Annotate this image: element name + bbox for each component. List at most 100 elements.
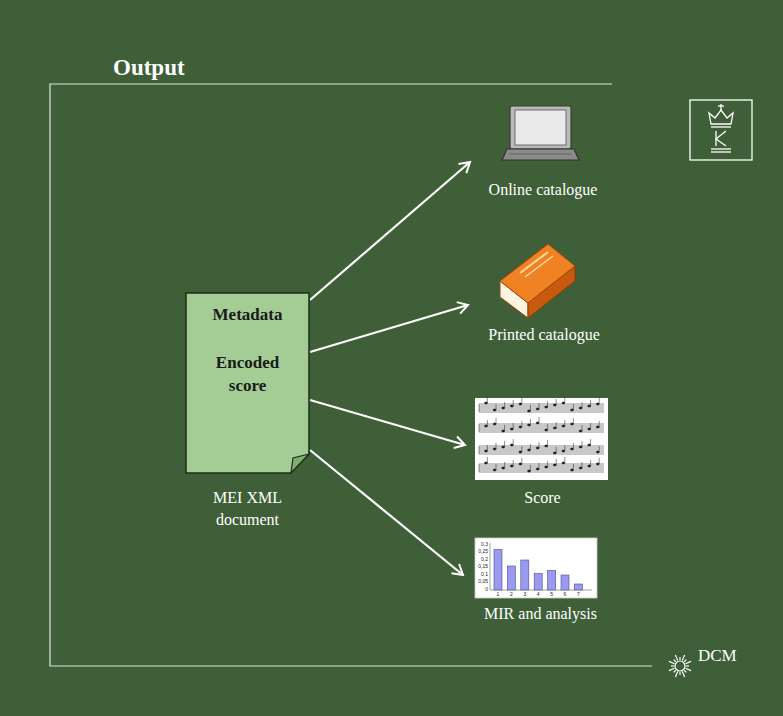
axis-tick-label: 3 <box>523 592 526 597</box>
note-head <box>553 452 556 454</box>
note-head <box>588 405 591 407</box>
note-head <box>579 446 582 448</box>
note-head <box>485 402 488 404</box>
chart-bar <box>507 566 515 590</box>
note-head <box>588 428 591 430</box>
logo-ray <box>669 668 675 670</box>
note-head <box>536 447 539 449</box>
book-icon <box>500 244 575 318</box>
logo-ray <box>675 672 677 678</box>
note-head <box>536 408 539 410</box>
bar-line <box>479 464 480 472</box>
axis-tick-label: 0,1 <box>481 572 488 577</box>
axis-tick-label: 4 <box>537 592 540 597</box>
note-stem <box>539 463 540 469</box>
logo-ray <box>682 672 684 678</box>
document-page <box>186 293 309 473</box>
note-stem <box>564 420 565 426</box>
note-stem <box>521 458 522 464</box>
note-head <box>519 451 522 453</box>
note-head <box>562 425 565 427</box>
axis-tick-label: 6 <box>564 592 567 597</box>
note-stem <box>539 403 540 409</box>
axis-tick-label: 7 <box>577 592 580 597</box>
staff-line <box>479 428 604 429</box>
note-head <box>519 463 522 465</box>
axis-tick-label: 5 <box>550 592 553 597</box>
note-stem <box>556 399 557 405</box>
note-head <box>588 444 591 446</box>
note-head <box>485 450 488 452</box>
staff-line <box>479 430 604 431</box>
note-head <box>519 426 522 428</box>
note-head <box>485 462 488 464</box>
note-stem <box>496 464 497 470</box>
bar-line <box>479 404 480 412</box>
logo-ray <box>686 665 689 666</box>
output-label: MIR and analysis <box>465 604 616 623</box>
note-head <box>502 467 505 469</box>
note-stem <box>556 422 557 428</box>
note-stem <box>504 425 505 431</box>
note-head <box>502 407 505 409</box>
note-head <box>510 465 513 467</box>
logo-ray <box>686 668 692 670</box>
dcm-logo <box>669 655 691 677</box>
note-head <box>562 402 565 404</box>
logo-ray <box>675 655 677 661</box>
axis-tick-label: 0,05 <box>478 579 488 584</box>
note-stem <box>521 398 522 404</box>
note-head <box>510 444 513 446</box>
bar-line <box>479 424 480 432</box>
staff-line <box>479 404 604 405</box>
note-head <box>596 451 599 453</box>
note-stem <box>573 464 574 470</box>
logo-ray <box>674 670 676 672</box>
note-stem <box>564 445 565 451</box>
crown-logo <box>690 100 752 160</box>
chart-bar <box>574 584 582 590</box>
note-head <box>528 470 531 472</box>
staff-line <box>479 468 604 469</box>
note-head <box>502 430 505 432</box>
logo-ray <box>684 670 686 672</box>
output-arrow <box>310 162 470 300</box>
note-head <box>596 426 599 428</box>
note-stem <box>590 460 591 466</box>
output-arrow <box>310 450 463 575</box>
note-stem <box>582 402 583 408</box>
staff-line <box>479 406 604 407</box>
note-stem <box>556 447 557 453</box>
staff-line <box>479 424 604 425</box>
score-image <box>475 397 608 480</box>
staff-line <box>479 446 604 447</box>
note-stem <box>556 459 557 465</box>
bar-chart <box>475 538 597 598</box>
staff-line <box>479 432 604 433</box>
note-head <box>596 403 599 405</box>
document-caption: MEI XML document <box>193 487 302 530</box>
logo-ray <box>671 665 674 666</box>
note-head <box>493 469 496 471</box>
note-stem <box>521 446 522 452</box>
note-head <box>528 410 531 412</box>
note-head <box>562 462 565 464</box>
note-head <box>510 405 513 407</box>
note-head <box>510 428 513 430</box>
staff-line <box>479 448 604 449</box>
axis-tick-label: 0,3 <box>481 542 488 547</box>
note-head <box>545 445 548 447</box>
laptop-icon <box>502 106 579 160</box>
logo-ray <box>669 661 675 663</box>
note-stem <box>487 445 488 451</box>
section-label: Encoded score <box>197 352 298 398</box>
note-stem <box>582 441 583 447</box>
note-head <box>493 409 496 411</box>
note-head <box>588 465 591 467</box>
note-head <box>485 425 488 427</box>
chart-bar <box>561 575 569 590</box>
note-head <box>571 448 574 450</box>
logo-ray <box>674 660 676 662</box>
note-stem <box>573 443 574 449</box>
staff-line <box>479 412 604 413</box>
